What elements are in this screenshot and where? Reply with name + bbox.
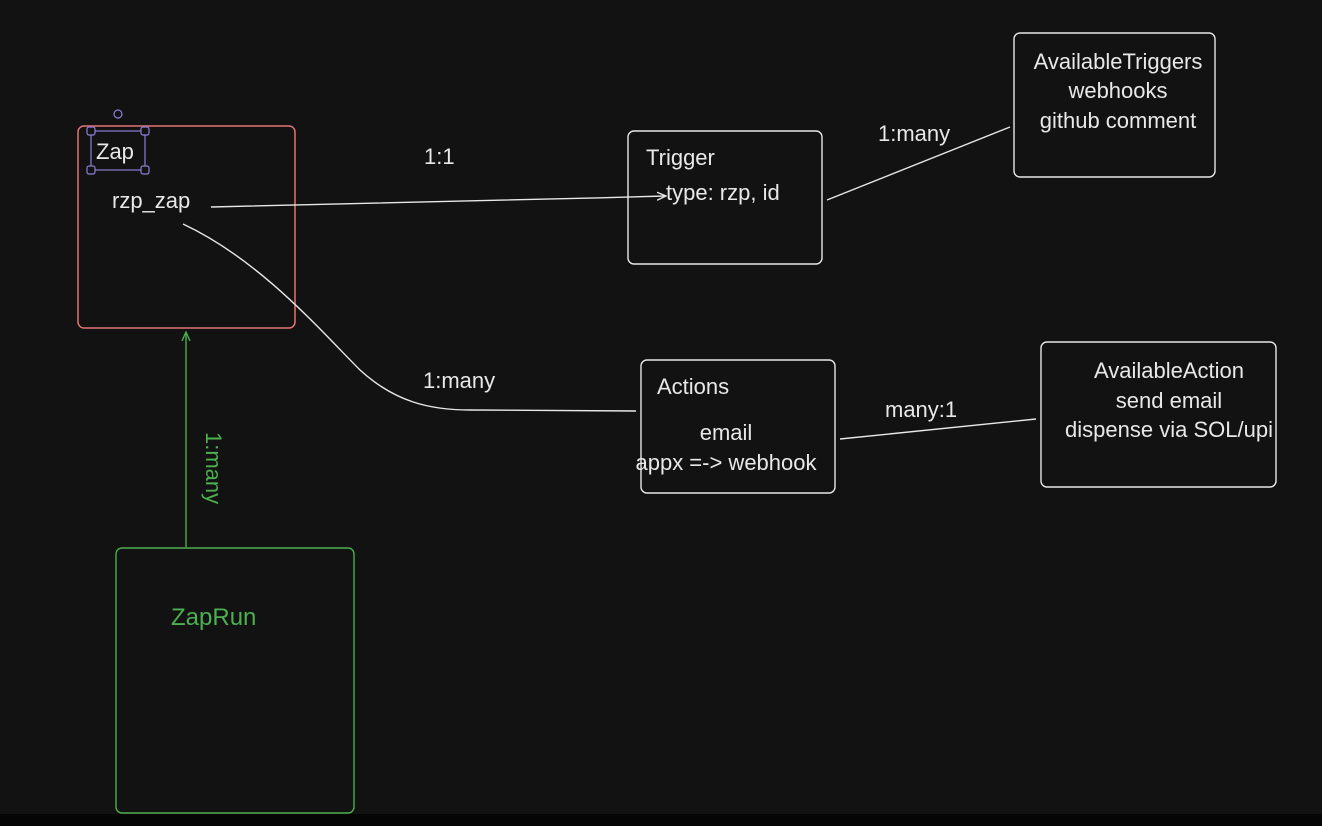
selection-handle-br[interactable] <box>140 165 150 175</box>
actions-title: Actions <box>657 374 730 399</box>
relation-trigger-available: 1:many <box>878 121 951 146</box>
connector-trigger-available[interactable] <box>826 126 1011 201</box>
zap-field-rzp-zap: rzp_zap <box>112 188 191 213</box>
bottom-bar <box>0 814 1322 826</box>
trigger-field: type: rzp, id <box>666 180 780 205</box>
relation-zap-actions: 1:many <box>423 368 496 393</box>
actions-appx-webhook: appx =-> webhook <box>635 450 817 475</box>
relation-zaprun-zap: 1:many <box>201 432 226 505</box>
selection-handle-tr[interactable] <box>140 126 150 136</box>
relation-actions-available: many:1 <box>885 397 958 422</box>
trigger-title: Trigger <box>646 145 715 170</box>
available-triggers-webhooks: webhooks <box>1068 78 1168 103</box>
available-action-box[interactable] <box>1040 341 1277 488</box>
rotation-handle[interactable] <box>113 109 123 119</box>
zap-title-selection[interactable] <box>86 109 150 175</box>
zap-box[interactable] <box>77 125 296 329</box>
available-triggers-title: AvailableTriggers <box>1033 49 1203 74</box>
actions-email: email <box>699 420 753 445</box>
connector-actions-available[interactable] <box>839 418 1037 440</box>
selection-handle-tl[interactable] <box>86 126 96 136</box>
connector-zap-actions[interactable] <box>182 223 637 412</box>
connector-zap-trigger[interactable] <box>210 196 665 208</box>
available-action-send-email: send email <box>1115 388 1223 413</box>
zap-title: Zap <box>96 139 134 164</box>
relation-zap-trigger: 1:1 <box>424 144 455 169</box>
zaprun-box[interactable] <box>115 547 355 814</box>
selection-handle-bl[interactable] <box>86 165 96 175</box>
actions-box[interactable] <box>640 359 836 494</box>
available-triggers-github-comment: github comment <box>1039 108 1197 133</box>
available-action-dispense: dispense via SOL/upi <box>1065 417 1273 442</box>
zaprun-title: ZapRun <box>171 604 257 631</box>
selection-frame <box>90 130 146 171</box>
available-action-title: AvailableAction <box>1093 358 1245 383</box>
available-triggers-box[interactable] <box>1013 32 1216 178</box>
